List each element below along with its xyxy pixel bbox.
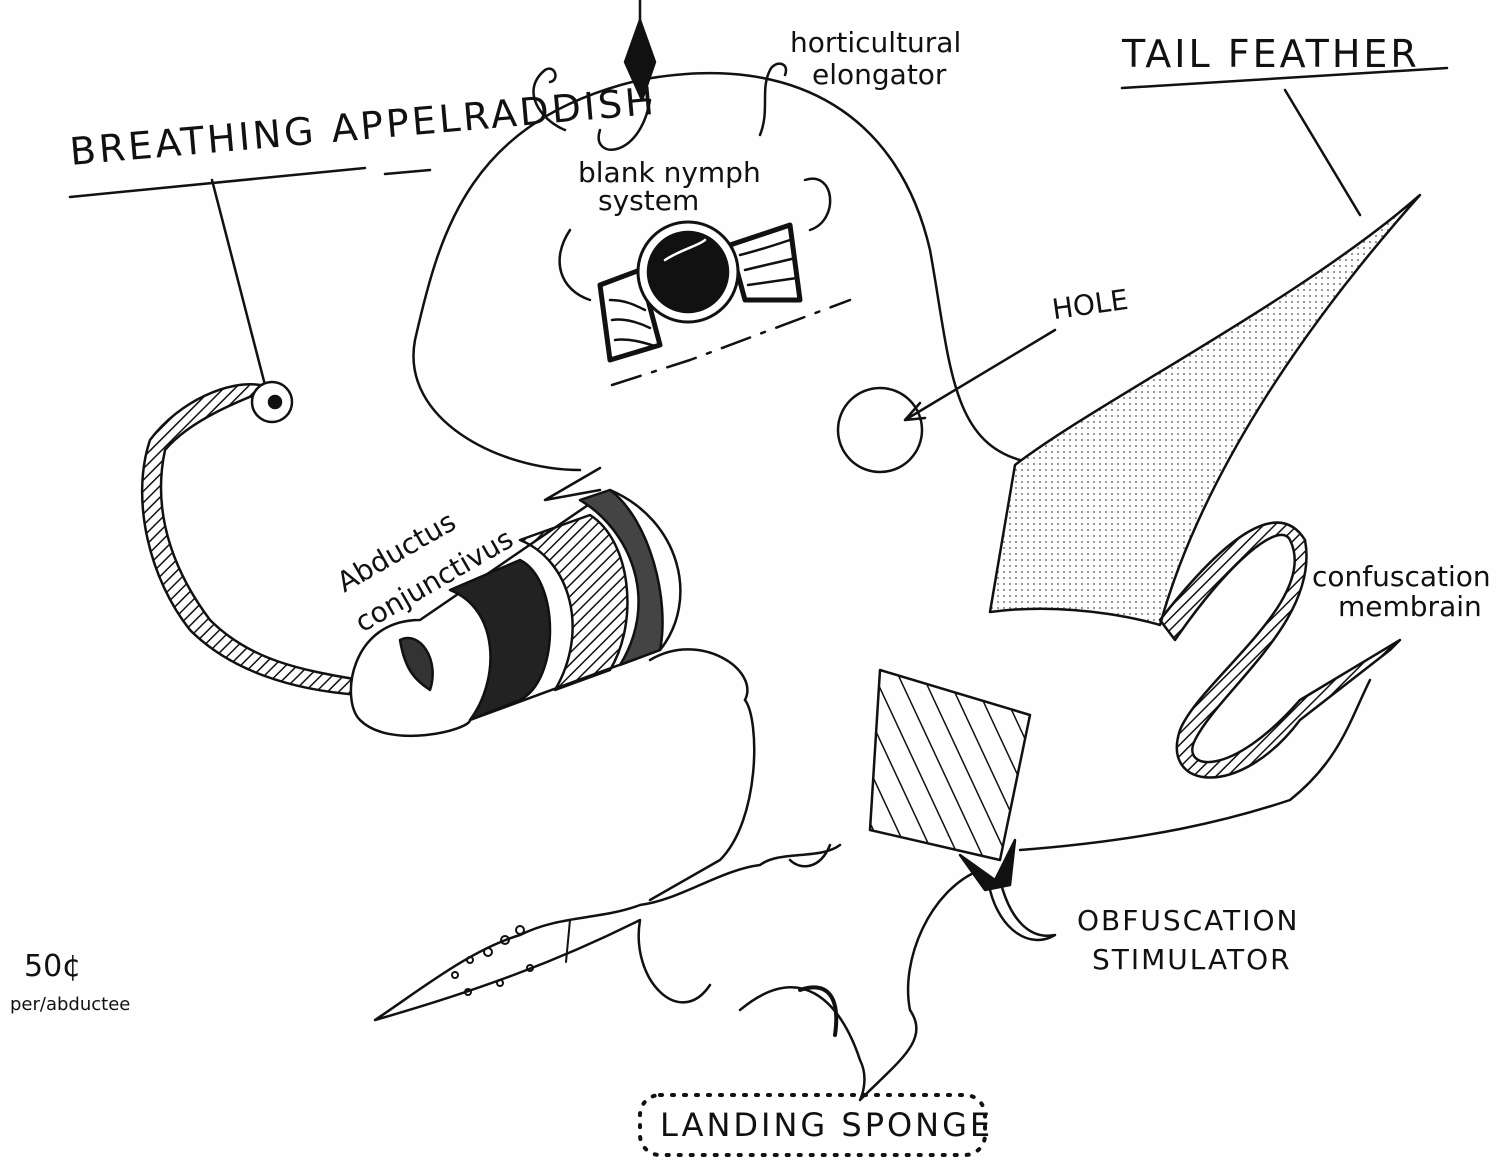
breathing-underline-2	[383, 168, 432, 176]
horticultural-label-line1: horticultural	[790, 26, 962, 59]
obfuscation-label-line2: STIMULATOR	[1092, 943, 1292, 976]
breathing-underline	[68, 166, 367, 199]
nymph-label-line1: blank nymph	[578, 156, 761, 189]
wedge-tip	[958, 838, 1017, 892]
top-diamond	[623, 18, 657, 102]
tail-feather	[988, 193, 1422, 627]
antenna-left	[532, 67, 567, 132]
obfuscation-label-line1: OBFUSCATION	[1077, 904, 1300, 937]
antenna-center	[597, 98, 652, 151]
landing-box	[638, 1093, 987, 1157]
tail-underline	[1120, 66, 1449, 90]
landing-sponge-label: LANDING SPONGE	[660, 1106, 994, 1144]
striped-wedge	[868, 668, 1032, 862]
hole-arrow	[903, 328, 1057, 422]
tail-pointer	[1283, 88, 1362, 217]
breathing-pointer	[210, 178, 267, 387]
confuscation-membrane	[1158, 521, 1402, 779]
membrane-label-line1: confuscation	[1312, 560, 1491, 593]
nymph-label-line2: system	[598, 184, 700, 217]
membrane-label-line2: membrain	[1338, 590, 1482, 623]
worm-leg	[648, 698, 832, 902]
obfuscation-hook	[988, 878, 1057, 942]
appelraddish-body	[140, 383, 362, 697]
nymph-system	[558, 177, 852, 387]
spike-dots	[451, 919, 571, 996]
sponge-shading	[798, 985, 839, 1037]
appelraddish-eye	[267, 394, 283, 410]
antenna-right	[758, 62, 788, 137]
price-label: 50¢	[24, 949, 82, 984]
price-unit-label: per/abductee	[10, 994, 131, 1015]
abductus-cylinder	[349, 488, 682, 738]
tail-feather-label: TAIL FEATHER	[1122, 32, 1420, 76]
horticultural-label-line2: elongator	[812, 58, 947, 91]
hole	[836, 386, 924, 474]
